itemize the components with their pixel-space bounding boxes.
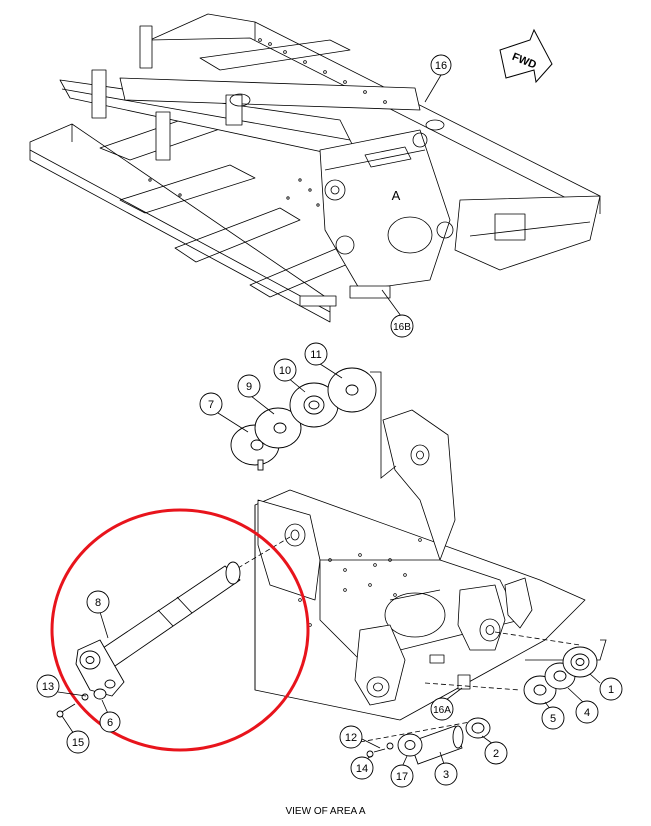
callout-label-16: 16	[435, 60, 447, 72]
callout-label-6: 6	[107, 717, 113, 729]
mounting-bracket	[254, 409, 586, 721]
forward-direction-arrow-icon: FWD	[499, 28, 553, 84]
long-pin-assembly	[56, 561, 241, 718]
callout-label-16b: 16B	[393, 322, 411, 333]
callout-3: 3	[434, 762, 458, 786]
small-pin-assembly	[366, 717, 491, 765]
callout-label-11: 11	[310, 349, 321, 361]
bracket-hole-pattern	[298, 538, 422, 627]
callout-9: 9	[237, 374, 261, 398]
frame-hole-pattern	[148, 38, 387, 207]
callout-label-5: 5	[550, 713, 556, 725]
callout-label-16a: 16A	[433, 705, 451, 716]
callout-label-3: 3	[443, 769, 449, 781]
pin-8-shaft	[99, 565, 241, 667]
callout-label-2: 2	[493, 748, 499, 760]
callout-14: 14	[350, 756, 374, 780]
callout-16: 16	[424, 54, 452, 103]
callout-15: 15	[66, 730, 90, 754]
callout-17: 17	[390, 764, 414, 788]
callout-6: 6	[99, 711, 121, 733]
area-a-marker: A	[392, 188, 401, 203]
callout-13: 13	[36, 674, 60, 698]
figure-caption: VIEW OF AREA A	[285, 806, 366, 817]
callout-10: 10	[273, 358, 297, 382]
callout-label-8: 8	[95, 597, 101, 609]
washer-stack-lower	[523, 646, 598, 705]
callout-16a: 16A	[430, 697, 454, 721]
callout-label-17: 17	[396, 771, 408, 783]
upper-frame-assembly	[29, 13, 601, 323]
callout-label-9: 9	[246, 381, 252, 393]
callout-label-12: 12	[345, 732, 357, 744]
callout-5: 5	[541, 706, 565, 730]
washer-stack-upper	[230, 367, 377, 471]
callouts-lower	[57, 361, 601, 768]
callout-7: 7	[199, 392, 223, 416]
callout-4: 4	[575, 700, 599, 724]
pin-3	[409, 725, 463, 765]
callout-8: 8	[86, 590, 110, 614]
highlight-ellipse	[50, 508, 310, 752]
callout-1: 1	[599, 677, 623, 701]
leader-brackets	[370, 371, 607, 661]
callout-label-14: 14	[356, 763, 368, 775]
callout-2: 2	[484, 741, 508, 765]
callout-label-1: 1	[608, 684, 614, 696]
callout-12: 12	[339, 725, 363, 749]
callout-label-15: 15	[72, 737, 84, 749]
callout-label-13: 13	[42, 681, 54, 693]
callout-16b: 16B	[381, 289, 414, 338]
callout-label-7: 7	[208, 399, 214, 411]
callout-label-4: 4	[584, 707, 590, 719]
callout-11: 11	[304, 342, 328, 366]
callout-label-10: 10	[279, 365, 291, 377]
